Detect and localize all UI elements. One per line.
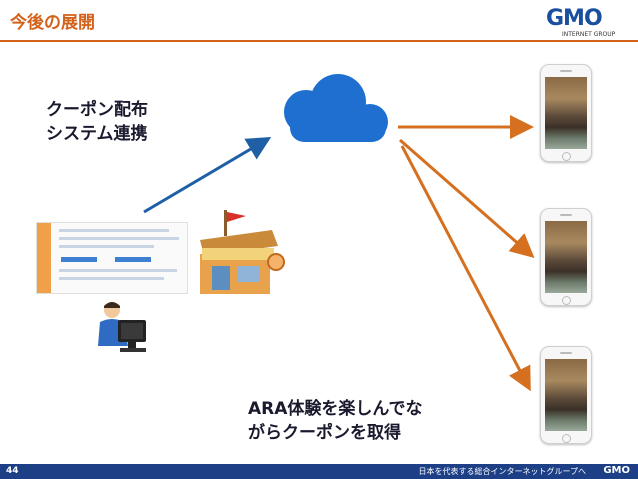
gmo-logo-text: GMO	[546, 6, 603, 31]
arrow-to-phone-3	[400, 145, 531, 392]
admin-button	[115, 257, 151, 262]
admin-row	[59, 245, 154, 248]
smartphone-3	[540, 346, 592, 444]
phone-speaker	[560, 70, 572, 72]
arrow-to-phone-2	[399, 138, 535, 258]
title-rule	[0, 40, 638, 42]
footer-bar	[0, 464, 638, 479]
phone-home-button	[562, 152, 571, 161]
label-ar-experience: ARA体験を楽しんでな がらクーポンを取得	[248, 397, 423, 445]
cloud-icon	[284, 74, 388, 142]
footer-gmo-logo: GMO	[603, 465, 630, 476]
label-coupon-line2: システム連携	[46, 124, 148, 144]
arrow-to-cloud	[143, 136, 272, 214]
page-number: 44	[6, 466, 19, 476]
label-coupon-line1: クーポン配布	[46, 100, 148, 120]
admin-row	[59, 277, 164, 280]
slide-title: 今後の展開	[10, 13, 95, 33]
admin-screenshot	[36, 222, 188, 294]
phone-speaker	[560, 352, 572, 354]
phone-speaker	[560, 214, 572, 216]
admin-row	[59, 229, 169, 232]
phone-home-button	[562, 296, 571, 305]
phone-home-button	[562, 434, 571, 443]
smartphone-1	[540, 64, 592, 162]
label-ar-line2: がらクーポンを取得	[248, 423, 401, 443]
gmo-logo: GMO INTERNET GROUP	[540, 6, 630, 40]
admin-button	[61, 257, 97, 262]
footer-tagline: 日本を代表する総合インターネットグループへ	[418, 467, 586, 476]
phone-ar-screen	[545, 77, 587, 149]
phone-ar-screen	[545, 221, 587, 293]
label-ar-line1: ARA体験を楽しんでな	[248, 399, 423, 419]
shop-icon	[200, 210, 285, 294]
person-at-computer-icon	[98, 302, 146, 352]
admin-row	[59, 269, 177, 272]
label-coupon-system: クーポン配布 システム連携	[46, 98, 148, 146]
phone-ar-screen	[545, 359, 587, 431]
gmo-logo-subtitle: INTERNET GROUP	[562, 31, 616, 38]
admin-row	[59, 237, 179, 240]
smartphone-2	[540, 208, 592, 306]
admin-sidebar	[37, 223, 51, 293]
